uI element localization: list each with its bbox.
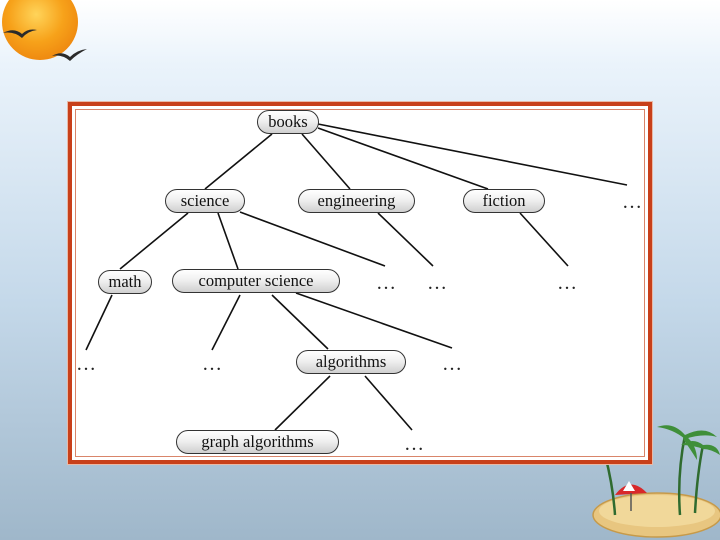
edge-science-more [239,211,386,267]
edge-books-science [204,133,273,190]
ellipsis-science: … [376,272,397,294]
edge-books-engineering [301,133,351,190]
sun-birds-icon [2,0,87,61]
edge-engineering-more [377,212,434,267]
palm-island-icon [585,425,720,538]
node-science: science [165,189,245,213]
node-computer-science: computer science [172,269,340,293]
edge-fiction-more [519,212,569,267]
edge-algorithms-more [364,375,413,431]
edge-algorithms-graph-algorithms [274,375,331,431]
edge-books-more [317,123,628,186]
ellipsis-books: … [622,191,643,213]
edge-science-math [119,212,189,270]
node-algorithms: algorithms [296,350,406,374]
ellipsis-computer-science-left: … [202,353,223,375]
ellipsis-engineering: … [427,272,448,294]
node-graph-algorithms: graph algorithms [176,430,339,454]
edge-computer-science-more-left [211,294,241,351]
edge-science-computer-science [217,212,239,270]
diagram-canvas [75,109,645,457]
ellipsis-algorithms: … [404,433,425,455]
edge-books-fiction [317,127,489,190]
ellipsis-computer-science-right: … [442,353,463,375]
diagram-frame [68,102,652,464]
node-math: math [98,270,152,294]
edge-math-more [85,294,113,351]
edge-computer-science-algorithms [271,294,329,350]
edge-computer-science-more-right [295,292,453,349]
node-books: books [257,110,319,134]
node-engineering: engineering [298,189,415,213]
ellipsis-math: … [76,353,97,375]
ellipsis-fiction: … [557,272,578,294]
node-fiction: fiction [463,189,545,213]
